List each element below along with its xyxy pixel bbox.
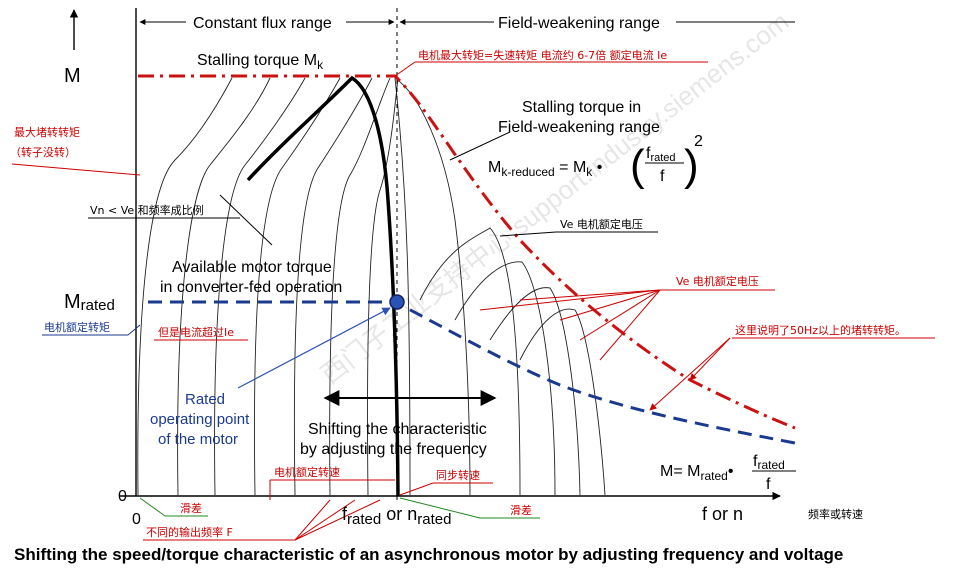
characteristic-curve-9 xyxy=(394,77,471,496)
origin-x-label: 0 xyxy=(132,511,141,528)
characteristic-curve-family xyxy=(137,77,606,496)
stalling-torque-label: Stalling torque Mk xyxy=(197,52,324,72)
shifting-label-1: Shifting the characteristic xyxy=(308,421,487,438)
m-rated-label: Mrated xyxy=(64,291,115,314)
figure-caption: Shifting the speed/torque characteristic… xyxy=(14,545,843,564)
y-axis-label: M xyxy=(64,65,81,87)
sync-speed-annotation: 同步转速 xyxy=(436,468,480,482)
rated-op-label-3: of the motor xyxy=(158,431,238,448)
rated-torque-curve xyxy=(148,300,796,445)
svg-text:2: 2 xyxy=(694,133,703,150)
available-label-2: in converter-fed operation xyxy=(160,279,342,296)
svg-text:): ) xyxy=(684,141,699,190)
constant-flux-label: Constant flux range xyxy=(193,15,332,32)
max-locked-annotation-1: 最大堵转转矩 xyxy=(14,125,80,139)
slip-annotation-2: 滑差 xyxy=(510,503,532,517)
constant-flux-bg xyxy=(186,12,346,32)
field-weakening-bg xyxy=(494,12,676,32)
rated-operating-point xyxy=(389,294,405,310)
frated-label: frated or nrated xyxy=(342,504,451,528)
svg-text:frated: frated xyxy=(753,453,785,472)
shifting-label-2: by adjusting the frequency xyxy=(300,441,487,458)
vn-ve-annotation: Vn < Ve 和频率成比例 xyxy=(90,203,204,217)
available-pointer xyxy=(219,194,273,246)
characteristic-curve-3 xyxy=(214,77,306,496)
x-axis-cn-label: 频率或转速 xyxy=(808,507,863,521)
svg-text:M= Mrated•: M= Mrated• xyxy=(660,463,733,483)
formula-m-rated: M= Mrated• frated f xyxy=(660,453,796,493)
rated-pointer xyxy=(237,307,391,389)
characteristic-curve-8 xyxy=(394,77,411,496)
rated-op-label-1: Rated xyxy=(185,391,225,408)
origin-y-label: 0 xyxy=(118,488,127,505)
current-exceeds-annotation: 但是电流超过Ie xyxy=(158,325,234,339)
diff-freq-annotation: 不同的输出频率 F xyxy=(146,525,233,539)
svg-text:frated: frated xyxy=(646,145,676,164)
formula-mk-reduced: Mk-reduced = Mk • ( frated f ) 2 xyxy=(488,133,703,190)
ve-rated-annotation-2: Ve 电机额定电压 xyxy=(676,274,759,288)
characteristic-curve-11 xyxy=(454,261,556,496)
above-50hz-annotation: 这里说明了50Hz以上的堵转转矩。 xyxy=(735,323,906,337)
svg-text:(: ( xyxy=(630,141,645,190)
rated-torque-annotation: 电机额定转矩 xyxy=(44,320,110,334)
x-axis-label: f or n xyxy=(702,504,743,524)
rated-speed-annotation: 电机额定转速 xyxy=(274,465,340,479)
available-label-1: Available motor torque xyxy=(172,259,332,276)
stall-fw-pointer xyxy=(449,131,511,161)
characteristic-curve-13 xyxy=(519,308,606,496)
svg-text:f: f xyxy=(766,476,771,493)
characteristic-curve-5 xyxy=(293,77,373,496)
rated-op-label-2: operating point xyxy=(150,411,250,428)
slip-annotation-1: 滑差 xyxy=(180,501,202,515)
field-weakening-label: Field-weakening range xyxy=(498,15,660,32)
max-torque-annotation: 电机最大转矩=失速转矩 电流约 6-7倍 额定电流 Ie xyxy=(418,48,667,62)
max-locked-annotation-2: （转子没转） xyxy=(10,145,76,159)
stalling-fw-label-1: Stalling torque in xyxy=(522,99,641,116)
characteristic-curve-4 xyxy=(254,77,341,496)
annotation-lines xyxy=(11,61,935,541)
stall-torque-curve xyxy=(138,74,796,430)
characteristic-curve-2 xyxy=(177,77,271,496)
svg-text:f: f xyxy=(660,168,665,185)
characteristic-curve-1 xyxy=(137,77,233,496)
characteristic-curve-12 xyxy=(489,287,581,496)
stalling-fw-label-2: Field-weakening range xyxy=(498,119,660,136)
available-torque-curve xyxy=(246,75,400,497)
svg-text:Mk-reduced = Mk •: Mk-reduced = Mk • xyxy=(488,159,602,179)
characteristic-curve-7 xyxy=(367,77,399,496)
ve-rated-annotation-1: Ve 电机额定电压 xyxy=(560,217,643,231)
characteristic-curve-10 xyxy=(419,227,521,496)
